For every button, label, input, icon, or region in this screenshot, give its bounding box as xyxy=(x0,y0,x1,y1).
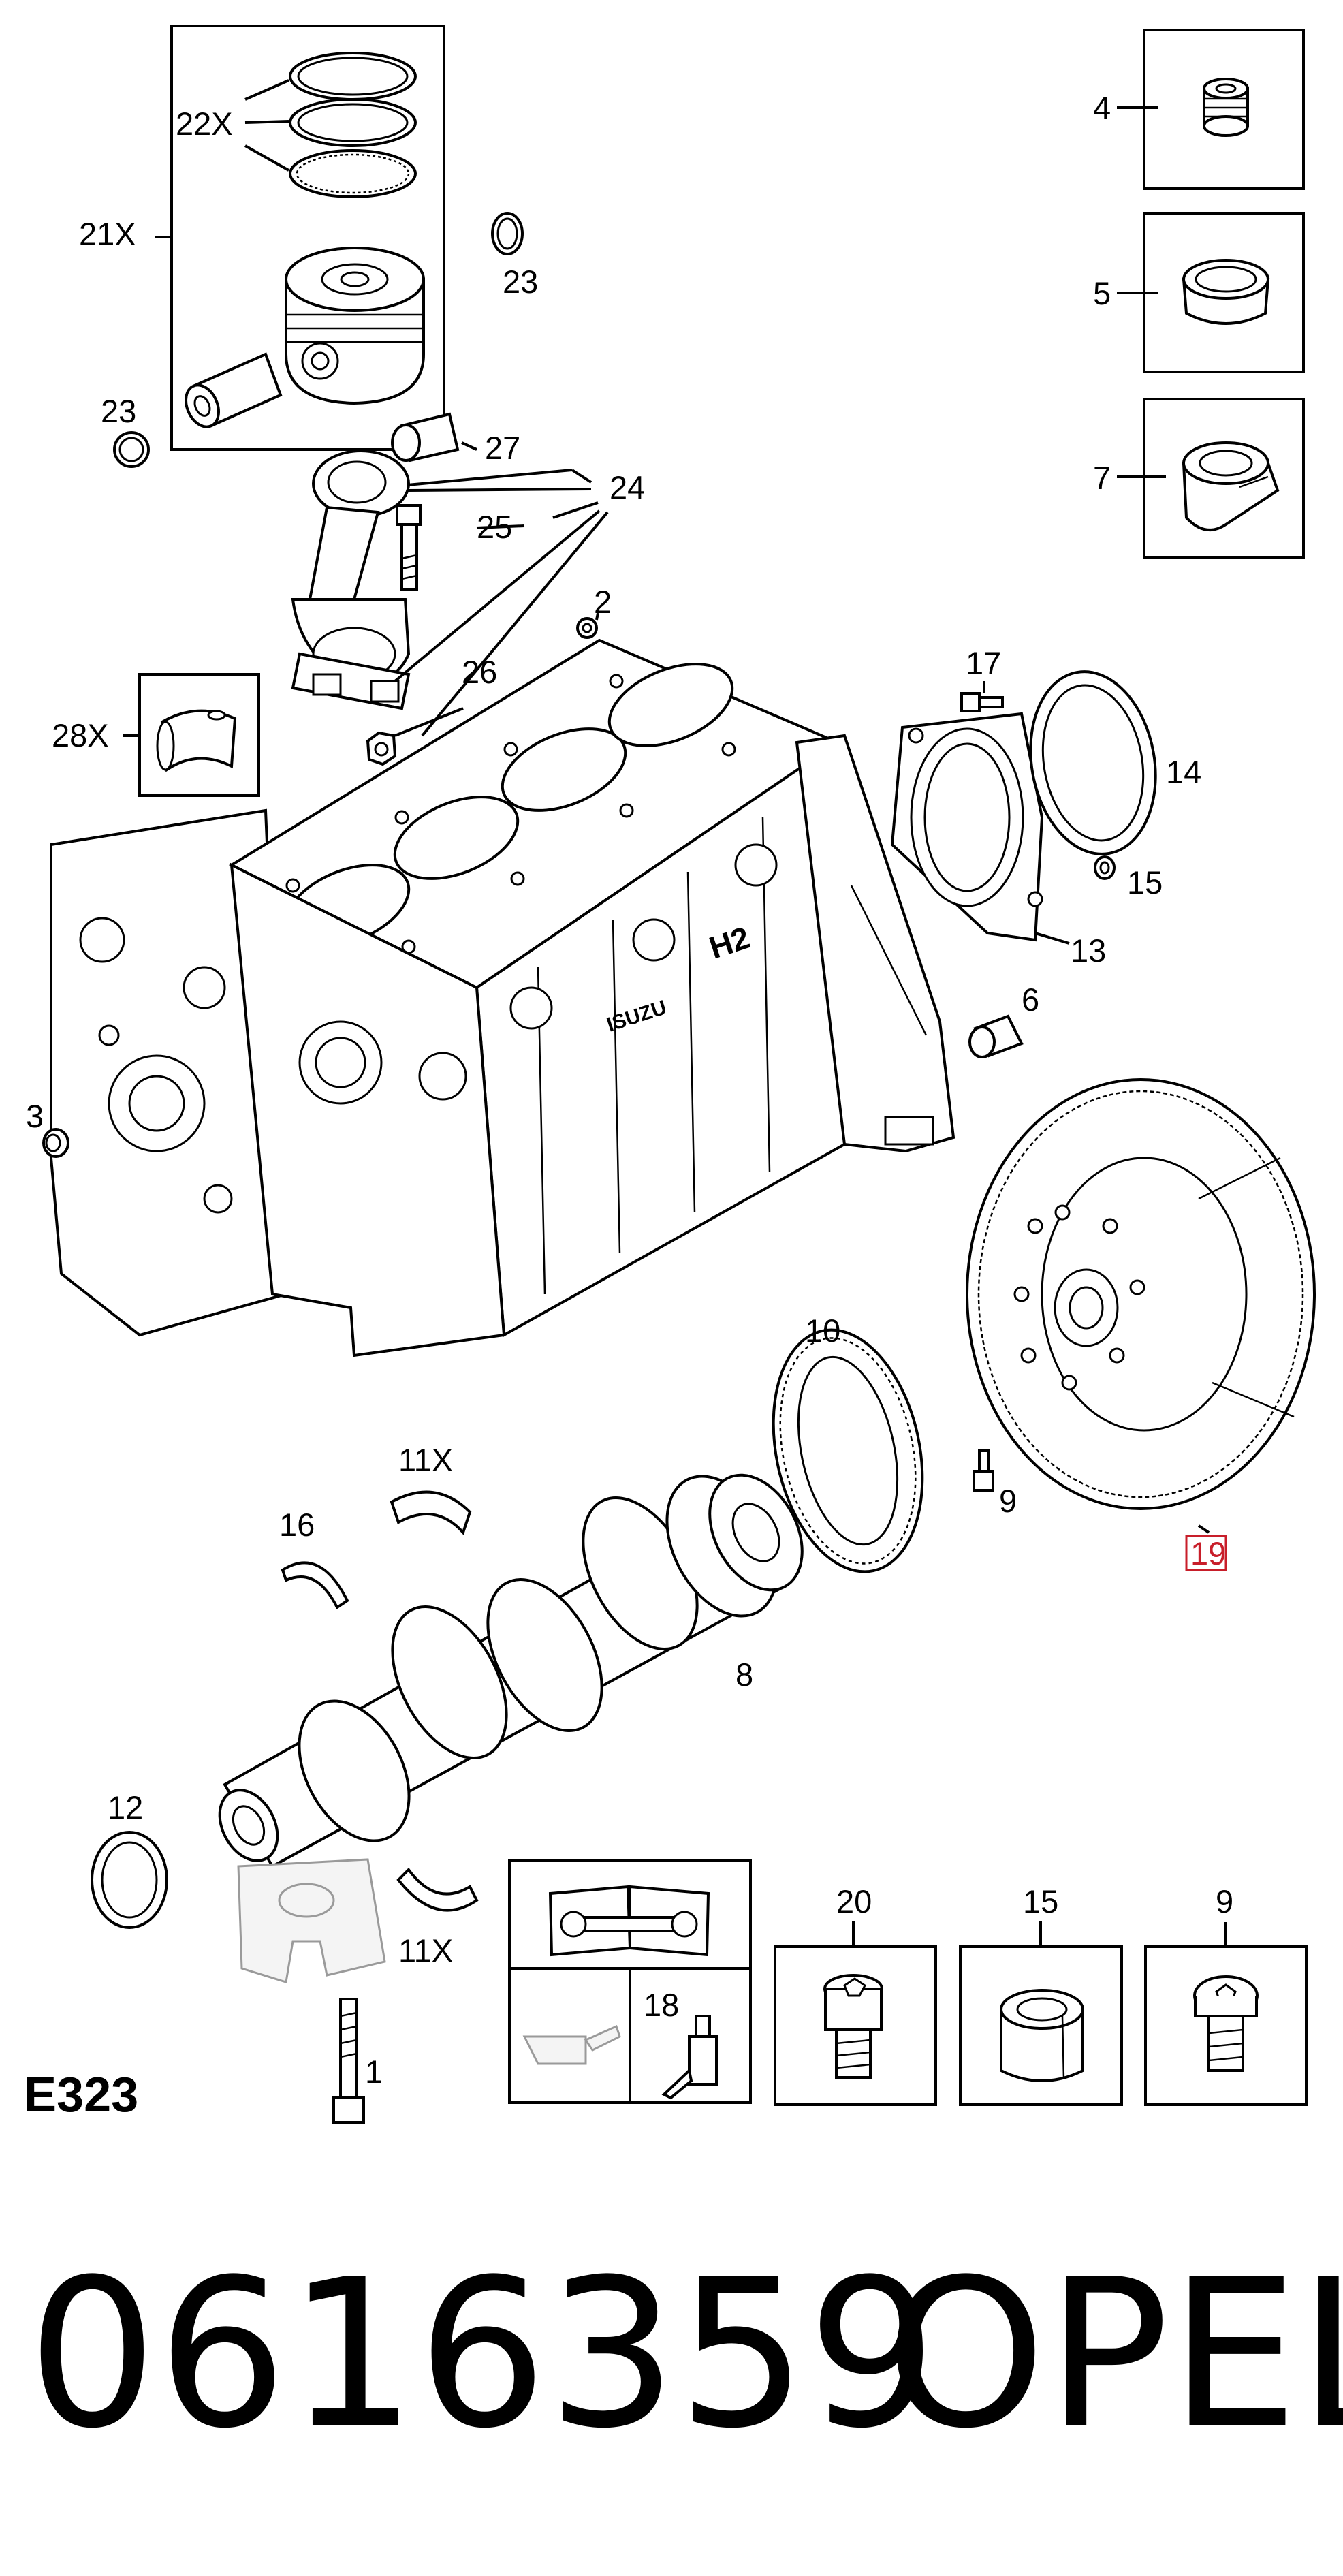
rod-nut xyxy=(366,731,397,766)
manual-icon xyxy=(548,1885,710,1957)
callout-27: 27 xyxy=(485,430,520,466)
plug-3 xyxy=(42,1128,69,1158)
callout-24: 24 xyxy=(610,469,645,505)
callout-15-box: 15 xyxy=(1023,1883,1058,1919)
callout-7: 7 xyxy=(1093,460,1111,496)
rod-bushing xyxy=(391,412,460,462)
callout-11x-lower: 11X xyxy=(398,1932,453,1968)
cap-box-5 xyxy=(1117,212,1305,373)
callout-23-right: 23 xyxy=(503,264,538,300)
seal-carrier xyxy=(890,712,1044,942)
callout-10: 10 xyxy=(805,1313,840,1349)
bolt-box-9 xyxy=(1144,1945,1308,2106)
sleeve-box-15 xyxy=(959,1945,1123,2106)
callout-25: 25 xyxy=(477,509,512,545)
callout-9-box: 9 xyxy=(1216,1883,1233,1919)
callout-11x-upper: 11X xyxy=(398,1442,453,1478)
callout-9-flywheel-bolt: 9 xyxy=(999,1483,1017,1519)
piston-kit-box xyxy=(155,25,445,451)
piston-pin xyxy=(185,352,283,428)
callout-5: 5 xyxy=(1093,275,1111,311)
callout-21x: 21X xyxy=(79,216,136,252)
callout-1: 1 xyxy=(365,2054,383,2090)
callout-17: 17 xyxy=(966,645,1001,681)
callout-23-left: 23 xyxy=(101,393,136,429)
plug-box-4 xyxy=(1117,29,1305,190)
crankshaft xyxy=(218,1473,804,1868)
thrust-washer xyxy=(281,1561,349,1609)
crank-front-seal xyxy=(91,1831,168,1929)
callout-20: 20 xyxy=(836,1883,872,1919)
main-bearing-upper xyxy=(390,1490,472,1535)
dowel-pin xyxy=(576,617,598,639)
rod-bearing-box xyxy=(123,673,260,797)
callout-3: 3 xyxy=(26,1098,44,1134)
reluctor-ring xyxy=(772,1328,924,1573)
brand-name: OPEL xyxy=(885,2235,1343,2473)
screw-box-20 xyxy=(774,1945,937,2106)
oil-can-icon xyxy=(522,2024,621,2065)
callout-15-small: 15 xyxy=(1127,864,1163,900)
callout-12: 12 xyxy=(108,1789,143,1825)
snap-ring-23-right xyxy=(491,212,524,255)
callout-2: 2 xyxy=(594,584,612,620)
connecting-rod xyxy=(291,450,411,710)
bearing-cap-ghost xyxy=(237,1858,386,1983)
callout-16: 16 xyxy=(279,1507,315,1543)
engine-block: ISUZU H2 xyxy=(50,638,955,1357)
highlight-frame-19 xyxy=(1185,1535,1227,1571)
snap-ring-23-left xyxy=(113,431,150,468)
callout-14: 14 xyxy=(1166,754,1201,790)
callout-19: 19 xyxy=(1190,1535,1226,1571)
callout-18: 18 xyxy=(644,1987,679,2023)
callout-6: 6 xyxy=(1022,981,1039,1018)
main-bearing-lower xyxy=(396,1867,479,1912)
flywheel xyxy=(966,1078,1316,1510)
callout-8: 8 xyxy=(736,1656,753,1693)
callout-13: 13 xyxy=(1071,932,1106,969)
callout-22x: 22X xyxy=(176,106,233,142)
bushing-6 xyxy=(968,1014,1024,1058)
part-number: 0616359 xyxy=(27,2235,937,2473)
callout-26: 26 xyxy=(462,654,497,690)
rod-bolt xyxy=(396,504,422,591)
callout-4: 4 xyxy=(1093,90,1111,126)
tool-box xyxy=(508,1859,752,2104)
sealant-tube-icon xyxy=(661,2015,718,2100)
flywheel-bolt xyxy=(973,1449,994,1492)
callout-28x: 28X xyxy=(52,717,109,753)
crank-rear-seal xyxy=(1029,670,1157,855)
seal-box-7 xyxy=(1117,398,1305,559)
diagram-code: E323 xyxy=(24,2068,138,2122)
bolt-17 xyxy=(960,692,1004,712)
main-cap-bolt xyxy=(332,1998,365,2124)
piston xyxy=(285,247,425,405)
piston-ring-set xyxy=(289,52,417,198)
sleeve-15 xyxy=(1094,855,1116,880)
